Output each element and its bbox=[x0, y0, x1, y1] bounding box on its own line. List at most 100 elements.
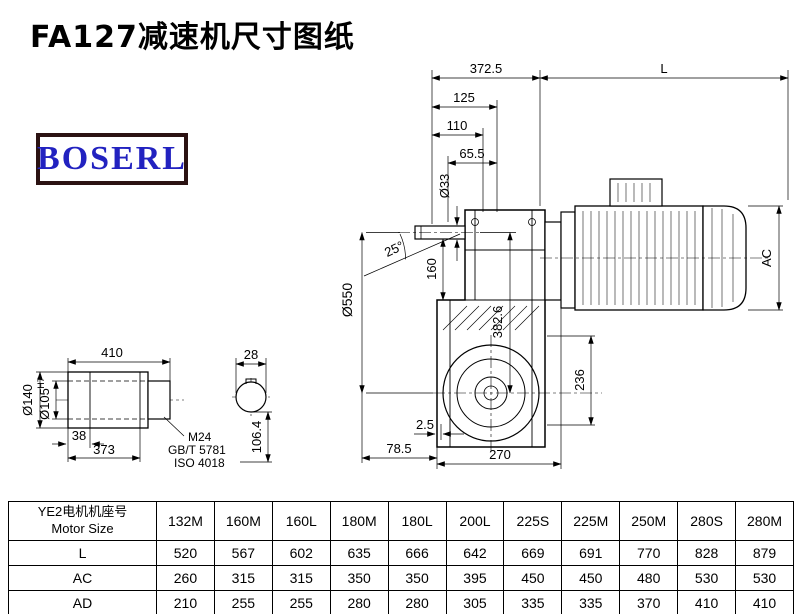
table-cell: 691 bbox=[561, 539, 621, 566]
corner-header-en: Motor Size bbox=[51, 520, 114, 536]
key-dimensions bbox=[235, 358, 272, 463]
column-header: 280M bbox=[735, 501, 794, 541]
keyway-end-view bbox=[235, 358, 272, 463]
shaft-dimensions bbox=[36, 358, 185, 462]
dim-78-5: 78.5 bbox=[386, 441, 411, 456]
column-header: 280S bbox=[677, 501, 737, 541]
table-cell: 530 bbox=[677, 564, 737, 591]
column-header: 180M bbox=[329, 501, 389, 541]
corner-header: YE2电机机座号 Motor Size bbox=[8, 501, 157, 541]
dim-160: 160 bbox=[424, 258, 439, 280]
table-cell: 666 bbox=[387, 539, 447, 566]
hatching bbox=[442, 305, 540, 331]
table-cell: 315 bbox=[213, 564, 273, 591]
table-cell: 370 bbox=[619, 589, 679, 614]
table-cell: 350 bbox=[329, 564, 389, 591]
dim-key-depth: 106.4 bbox=[249, 421, 264, 454]
bolt-hole bbox=[528, 218, 536, 226]
terminal-box bbox=[609, 178, 663, 207]
dim-overall-width: 372.5 bbox=[470, 61, 503, 76]
row-label: AC bbox=[8, 564, 157, 591]
corner-header-cn: YE2电机机座号 bbox=[37, 504, 128, 519]
table-cell: 450 bbox=[561, 564, 621, 591]
table-cell: 280 bbox=[387, 589, 447, 614]
logo-text: BOSERL bbox=[37, 140, 187, 177]
table-cell: 255 bbox=[271, 589, 331, 614]
boserl-logo: BOSERL bbox=[36, 133, 188, 185]
shaft-body bbox=[67, 371, 149, 429]
table-cell: 530 bbox=[735, 564, 794, 591]
dim-housing-diameter: Ø550 bbox=[339, 283, 355, 317]
table-cell: 520 bbox=[156, 539, 215, 566]
terminal-box-ribs bbox=[617, 183, 651, 202]
column-header: 225S bbox=[503, 501, 563, 541]
table-cell: 210 bbox=[156, 589, 215, 614]
motor-adapter bbox=[544, 221, 562, 301]
dimension-drawing: 372.5 L 125 110 65.5 Ø33 160 25° Ø550 38… bbox=[20, 61, 789, 470]
shaft-detail-view bbox=[36, 358, 185, 462]
keyway-notch bbox=[245, 378, 257, 384]
table-cell: 255 bbox=[213, 589, 273, 614]
column-header: 132M bbox=[156, 501, 215, 541]
table-cell: 260 bbox=[156, 564, 215, 591]
bore-hidden-lines bbox=[68, 380, 170, 420]
dim-ac: AC bbox=[759, 249, 774, 267]
dim-382-6: 382.6 bbox=[490, 306, 505, 339]
motor-flange bbox=[560, 211, 576, 309]
dim-270: 270 bbox=[489, 447, 511, 462]
table-cell: 567 bbox=[213, 539, 273, 566]
shaft-end-circle bbox=[235, 381, 267, 413]
table-cell: 642 bbox=[445, 539, 505, 566]
dim-shaft-diameter: Ø33 bbox=[437, 174, 452, 199]
column-header: 200L bbox=[445, 501, 505, 541]
callout-bolt-iso: ISO 4018 bbox=[174, 456, 225, 470]
table-cell: 602 bbox=[271, 539, 331, 566]
table-cell: 770 bbox=[619, 539, 679, 566]
shaft-step bbox=[147, 380, 171, 420]
main-dimensions bbox=[359, 205, 783, 426]
table-cell: 280 bbox=[329, 589, 389, 614]
dim-110: 110 bbox=[447, 118, 468, 133]
table-cell: 480 bbox=[619, 564, 679, 591]
dim-bore-diameter: Ø105 bbox=[37, 388, 52, 420]
table-cell: 450 bbox=[503, 564, 563, 591]
table-cell: 315 bbox=[271, 564, 331, 591]
dim-2-5: 2.5 bbox=[416, 417, 434, 432]
table-cell: 335 bbox=[503, 589, 563, 614]
bolt-hole bbox=[471, 218, 479, 226]
table-cell: 350 bbox=[387, 564, 447, 591]
callout-bolt-standard: GB/T 5781 bbox=[168, 443, 226, 457]
dim-410: 410 bbox=[101, 345, 123, 360]
page-title: FA127减速机尺寸图纸 bbox=[30, 20, 355, 55]
dim-bore-tolerance: H7 bbox=[36, 377, 46, 389]
row-label: AD bbox=[8, 589, 157, 614]
dim-motor-length: L bbox=[660, 61, 667, 76]
dim-125: 125 bbox=[453, 90, 475, 105]
table-cell: 335 bbox=[561, 589, 621, 614]
dim-outer-diameter: Ø140 bbox=[20, 384, 35, 416]
table-cell: 305 bbox=[445, 589, 505, 614]
dim-38: 38 bbox=[72, 428, 86, 443]
dim-373: 373 bbox=[93, 442, 115, 457]
column-header: 225M bbox=[561, 501, 621, 541]
column-header: 250M bbox=[619, 501, 679, 541]
table-cell: 879 bbox=[735, 539, 794, 566]
dim-236: 236 bbox=[572, 369, 587, 391]
top-dimensions bbox=[431, 70, 789, 224]
column-header: 160M bbox=[213, 501, 273, 541]
table-cell: 635 bbox=[329, 539, 389, 566]
column-header: 180L bbox=[387, 501, 447, 541]
callout-bolt: M24 bbox=[188, 430, 212, 444]
bottom-dimensions bbox=[361, 308, 562, 469]
dim-key-width: 28 bbox=[244, 347, 258, 362]
table-cell: 410 bbox=[735, 589, 794, 614]
table-cell: 669 bbox=[503, 539, 563, 566]
gearbox-main-view bbox=[414, 178, 747, 448]
dim-65-5: 65.5 bbox=[459, 146, 484, 161]
